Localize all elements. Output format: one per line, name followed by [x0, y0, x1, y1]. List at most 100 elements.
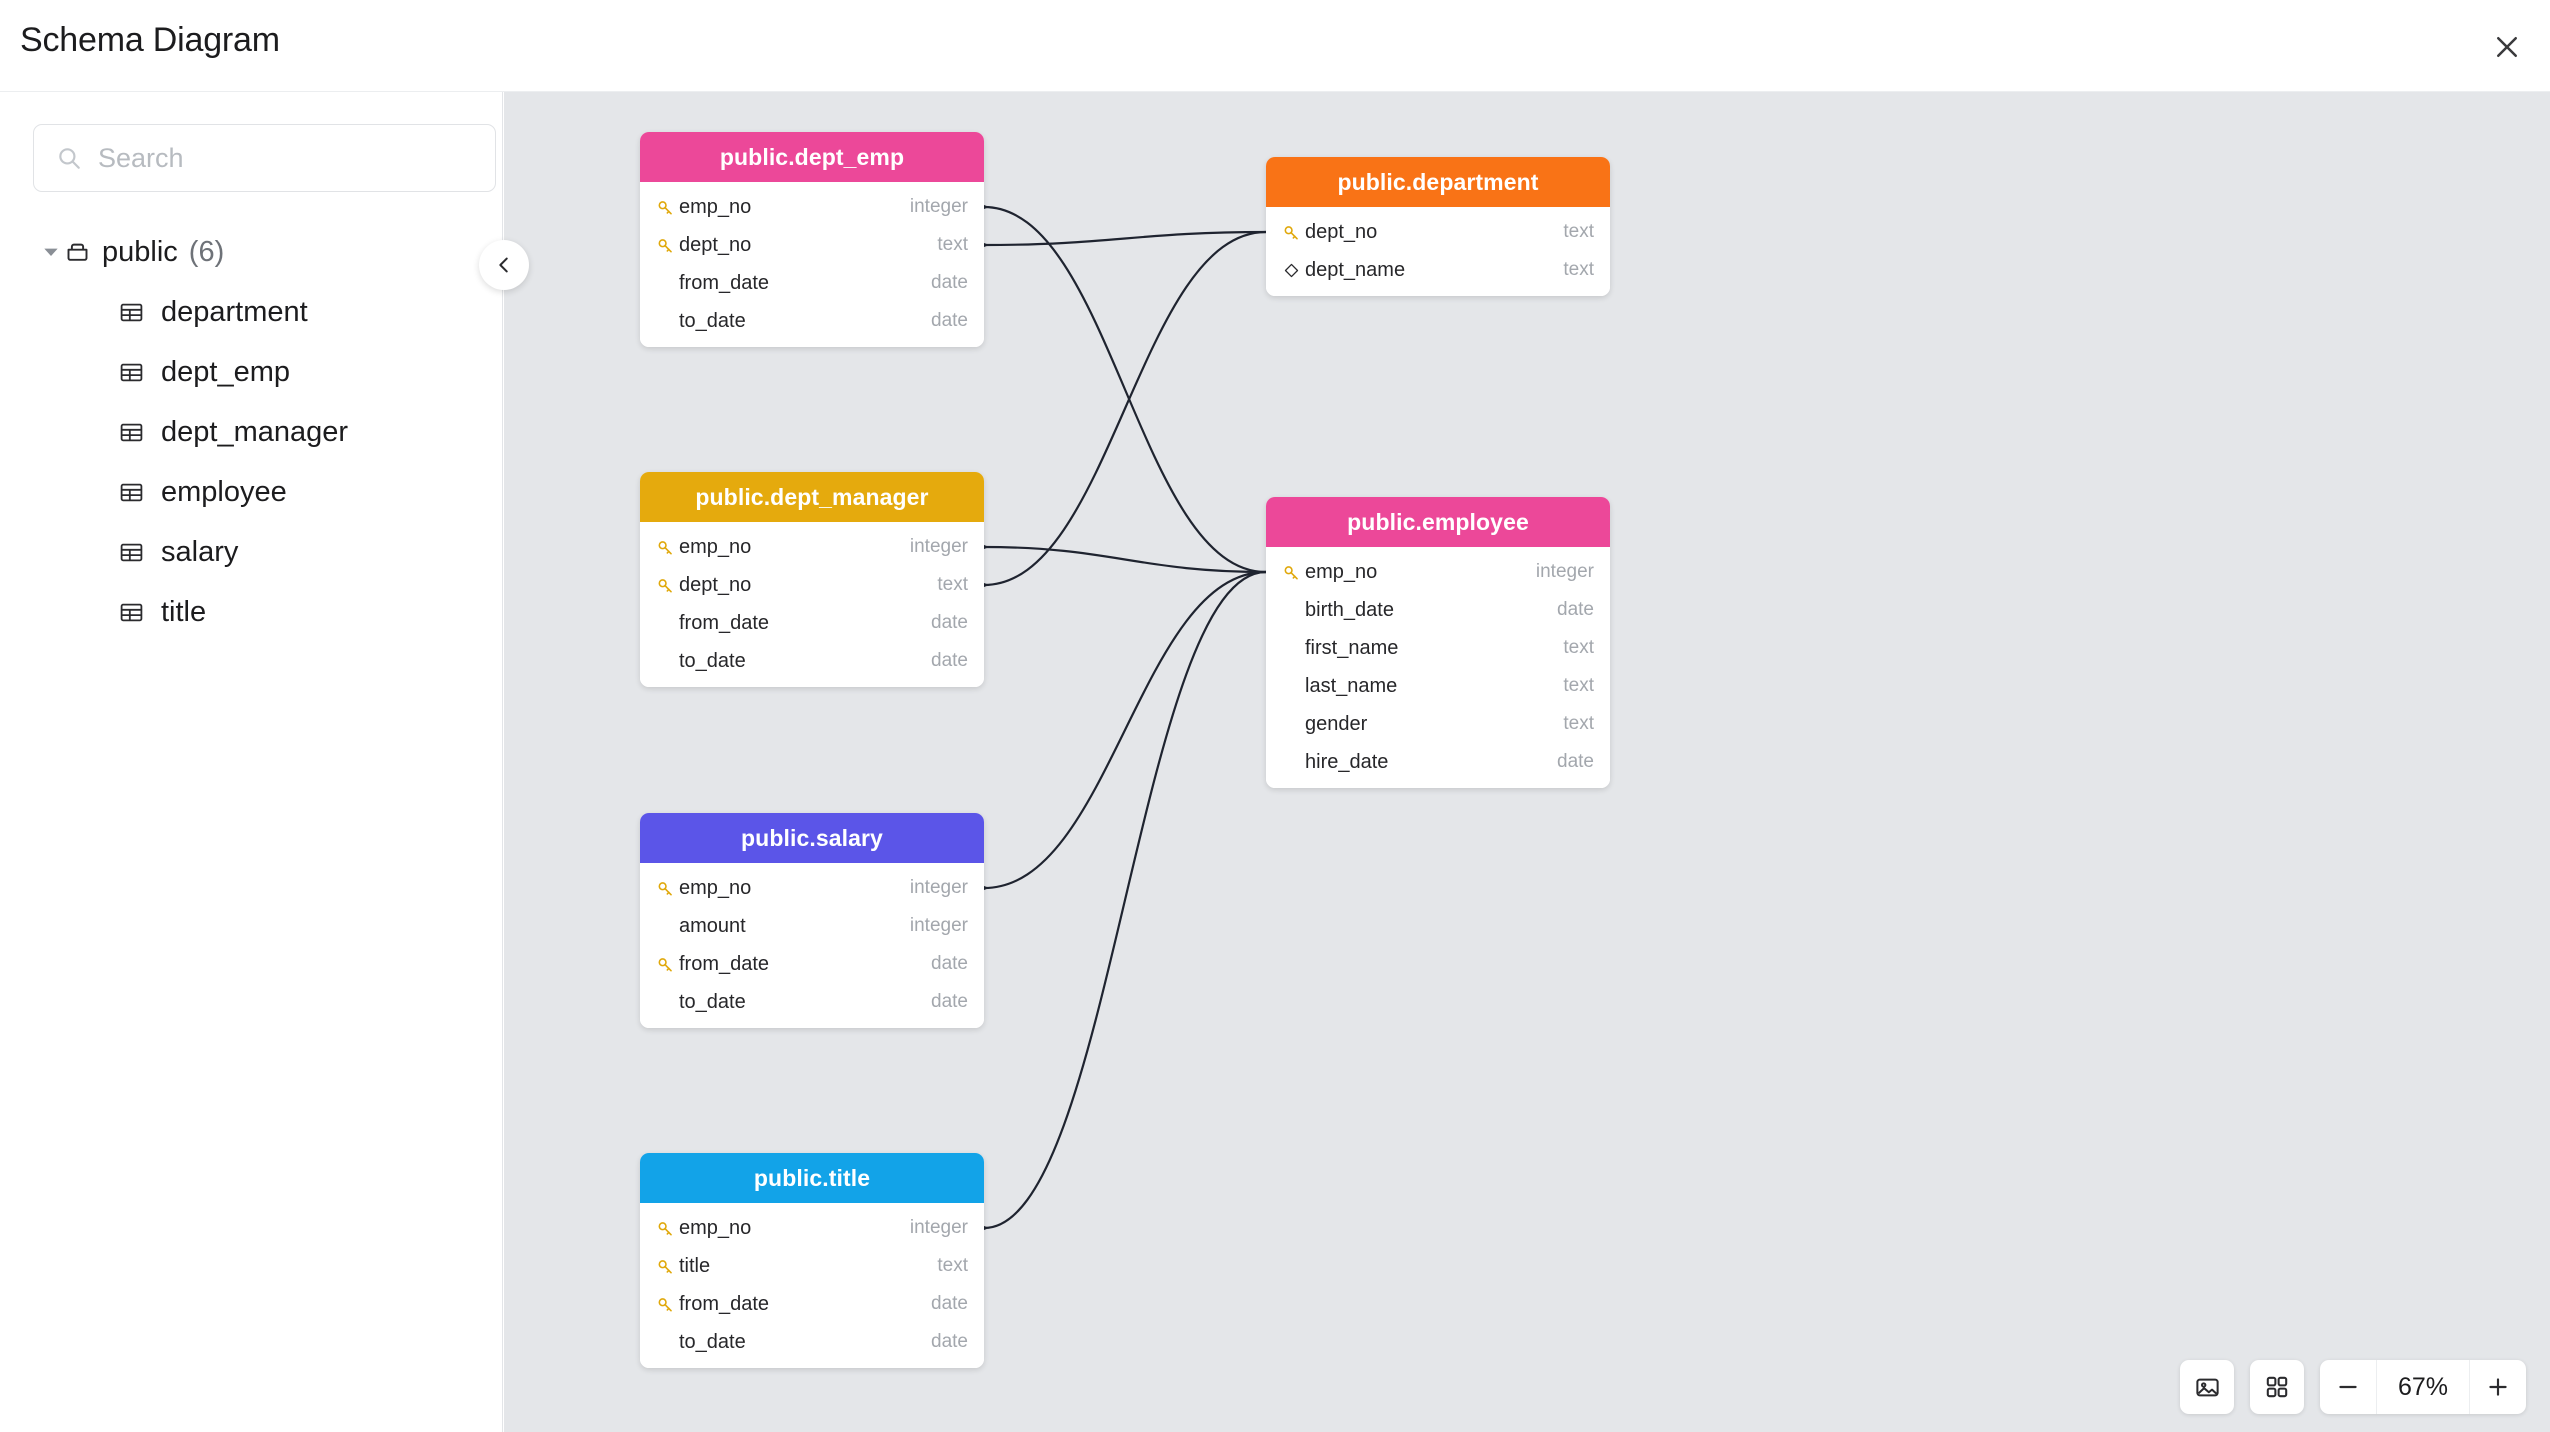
column-type: integer — [909, 196, 968, 217]
toolbar-divider — [2376, 1360, 2377, 1414]
tree-item-label: employee — [161, 475, 287, 508]
minus-icon[interactable] — [2320, 1360, 2376, 1414]
zoom-level-display[interactable]: 67% — [2397, 1372, 2449, 1401]
tree-item-label: department — [161, 295, 308, 328]
column-row[interactable]: from_date date — [640, 945, 984, 983]
column-name: birth_date — [1305, 598, 1394, 621]
tree-item-table-title[interactable]: title — [0, 582, 503, 642]
column-row[interactable]: emp_no integer — [640, 1209, 984, 1247]
column-name: emp_no — [679, 1216, 752, 1239]
image-icon[interactable] — [2180, 1360, 2234, 1414]
column-name: to_date — [679, 1330, 746, 1353]
column-name: last_name — [1305, 674, 1398, 697]
schema-table-count: (6) — [188, 235, 225, 268]
key-icon — [652, 1295, 679, 1314]
tree-item-table-department[interactable]: department — [0, 282, 503, 342]
table-node-title: public.dept_emp — [640, 132, 984, 182]
column-row[interactable]: dept_no text — [640, 226, 984, 264]
key-icon — [652, 1257, 679, 1276]
tree-item-schema-public[interactable]: public (6) — [0, 222, 503, 282]
column-row[interactable]: emp_no integer — [640, 869, 984, 907]
key-icon — [652, 538, 679, 557]
column-name: first_name — [1305, 636, 1399, 659]
column-type: date — [931, 272, 968, 293]
page-title: Schema Diagram — [20, 21, 280, 59]
column-type: date — [931, 612, 968, 633]
key-icon — [1278, 223, 1305, 242]
column-name: dept_no — [679, 233, 752, 256]
zoom-control-group: 67% — [2320, 1360, 2526, 1414]
search-box[interactable] — [33, 124, 496, 192]
table-node-title: public.title — [640, 1153, 984, 1203]
column-name: title — [679, 1254, 711, 1277]
column-type: date — [1557, 599, 1594, 620]
column-type: integer — [909, 877, 968, 898]
column-name: from_date — [679, 952, 770, 975]
toolbar-divider — [2469, 1360, 2470, 1414]
schema-icon — [64, 239, 100, 266]
column-type: text — [1563, 259, 1594, 280]
relationship-edge — [983, 570, 1267, 1230]
table-icon — [118, 479, 156, 506]
relationship-edge — [983, 230, 1267, 247]
column-row[interactable]: birth_date date — [1266, 591, 1610, 629]
column-type: date — [931, 1293, 968, 1314]
column-name: from_date — [679, 271, 770, 294]
column-type: date — [931, 953, 968, 974]
table-node-title: public.salary — [640, 813, 984, 863]
tree-item-table-employee[interactable]: employee — [0, 462, 503, 522]
column-row[interactable]: from_date date — [640, 264, 984, 302]
plus-icon[interactable] — [2470, 1360, 2526, 1414]
close-icon[interactable] — [2482, 22, 2532, 72]
table-icon — [118, 359, 156, 386]
column-row[interactable]: from_date date — [640, 604, 984, 642]
column-type: text — [937, 574, 968, 595]
table-icon — [118, 299, 156, 326]
column-name: from_date — [679, 611, 770, 634]
search-input[interactable] — [98, 142, 473, 174]
grid-icon[interactable] — [2250, 1360, 2304, 1414]
column-type: integer — [909, 1217, 968, 1238]
caret-down-icon[interactable] — [38, 244, 64, 260]
tree-item-table-dept_emp[interactable]: dept_emp — [0, 342, 503, 402]
sidebar-collapse-button[interactable] — [479, 240, 529, 290]
table-icon — [118, 599, 156, 626]
tree-item-table-dept_manager[interactable]: dept_manager — [0, 402, 503, 462]
column-type: text — [937, 234, 968, 255]
tree-item-table-salary[interactable]: salary — [0, 522, 503, 582]
key-icon — [652, 1219, 679, 1238]
column-type: integer — [1535, 561, 1594, 582]
search-icon — [56, 145, 82, 171]
column-name: emp_no — [679, 876, 752, 899]
column-name: hire_date — [1305, 750, 1389, 773]
column-name: to_date — [679, 309, 746, 332]
relationship-edge — [983, 545, 1267, 574]
column-name: to_date — [679, 990, 746, 1013]
